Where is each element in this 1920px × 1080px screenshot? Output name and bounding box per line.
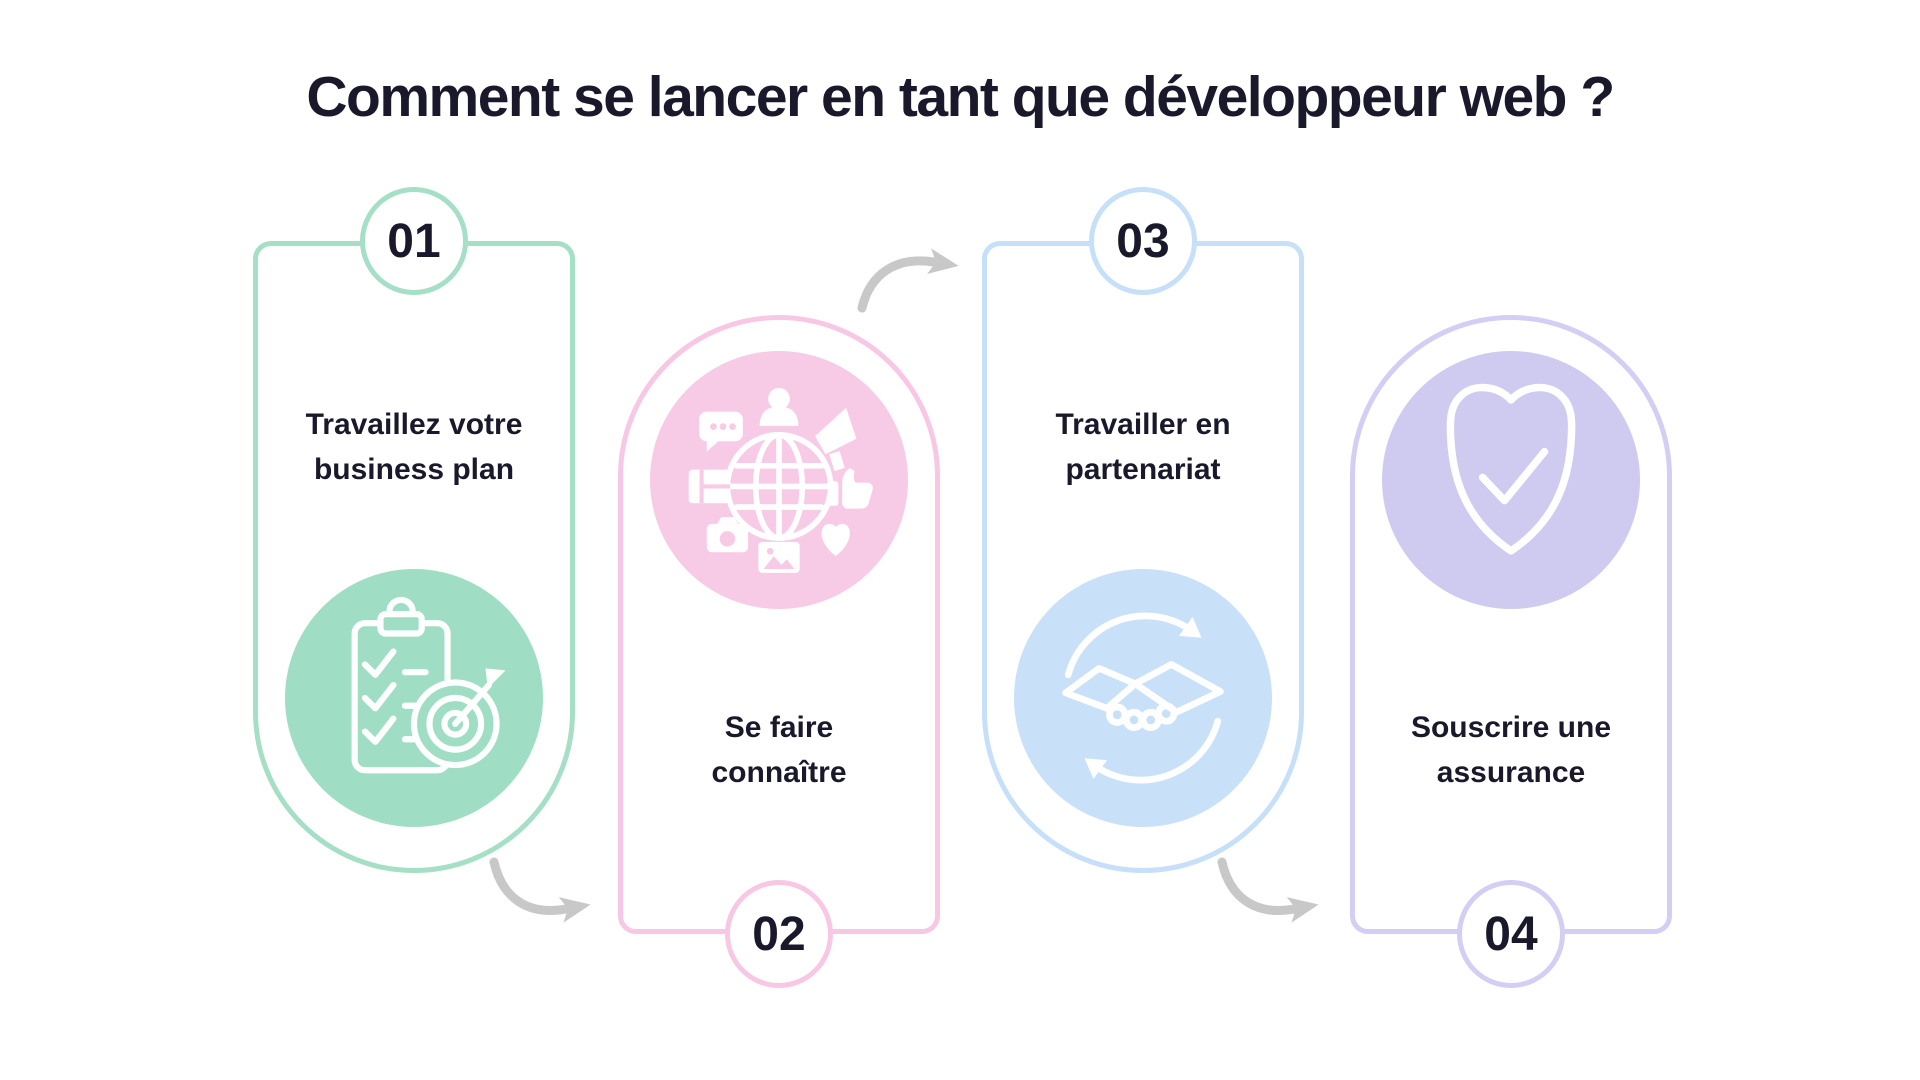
flow-arrow [857, 248, 959, 313]
step-label-line: Se faire [724, 711, 834, 744]
step-label-line: connaître [711, 756, 847, 789]
step-number: 04 [1484, 907, 1538, 961]
step-icon-circle [285, 569, 543, 827]
step-label-line: assurance [1436, 756, 1586, 789]
shield-check-icon [1446, 383, 1576, 555]
step-number-badge: 03 [1089, 187, 1197, 295]
step-number-badge: 02 [725, 880, 833, 988]
step-label: Travaillez votre business plan [238, 402, 590, 492]
step-label: Travailler en partenariat [967, 402, 1319, 492]
step-icon-circle [1382, 351, 1640, 609]
step-card-4: Souscrire une assurance 04 [1350, 315, 1672, 988]
step-label-line: Travailler en [1055, 408, 1231, 441]
step-number: 01 [387, 214, 441, 268]
step-card-3: 03 Travailler en partenariat [982, 187, 1304, 873]
step-label-line: Travaillez votre [305, 408, 523, 441]
handshake-cycle-icon [1062, 612, 1224, 784]
step-number-badge: 04 [1457, 880, 1565, 988]
globe-social-media-icon [688, 387, 873, 573]
step-label-line: business plan [313, 453, 515, 486]
step-number: 02 [752, 907, 806, 961]
step-icon-circle [1014, 569, 1272, 827]
flow-arrow [1217, 857, 1319, 923]
page-title: Comment se lancer en tant que développeu… [306, 65, 1615, 129]
step-card-2: Se faire connaître 02 [618, 315, 940, 988]
step-card-1: 01 Travaillez votre business plan [253, 187, 575, 873]
step-icon-circle [650, 351, 908, 609]
step-number-badge: 01 [360, 187, 468, 295]
step-label-line: partenariat [1065, 453, 1221, 486]
step-number: 03 [1116, 214, 1170, 268]
flow-arrow [489, 857, 591, 923]
step-label: Se faire connaître [603, 705, 955, 795]
step-label-line: Souscrire une [1410, 711, 1612, 744]
clipboard-checklist-target-icon [351, 596, 506, 774]
step-label: Souscrire une assurance [1335, 705, 1687, 795]
